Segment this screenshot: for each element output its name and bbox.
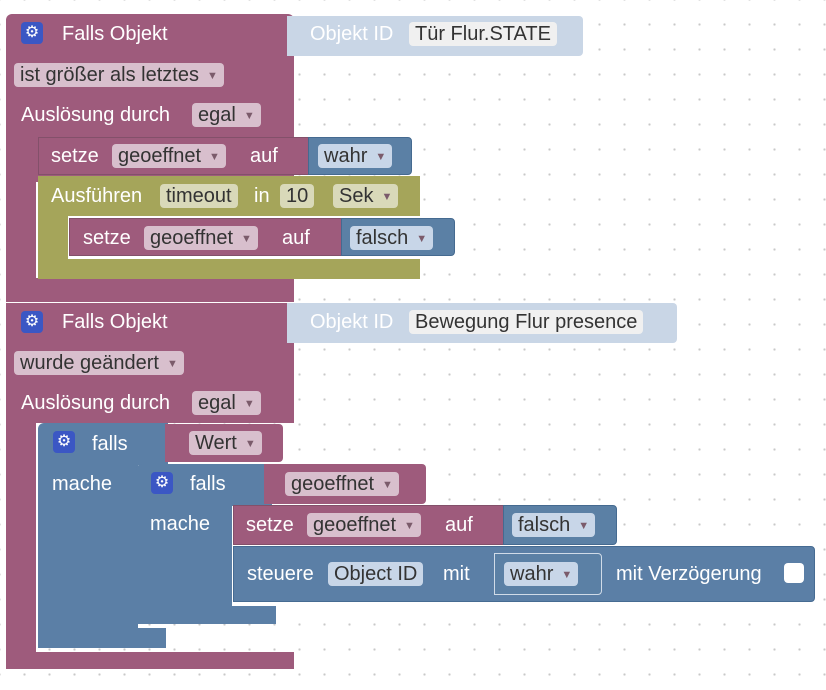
event-header: Falls Objekt <box>62 311 168 333</box>
dropdown-arrow-icon: ▼ <box>243 110 255 122</box>
bool-value: wahr <box>510 563 554 585</box>
set-label: setze <box>51 145 99 167</box>
trigger-dropdown[interactable]: egal ▼ <box>192 391 261 415</box>
set-label: setze <box>83 227 131 249</box>
delay-label: mit Verzögerung <box>616 563 762 585</box>
condition-dropdown[interactable]: ist größer als letztes ▼ <box>14 63 224 87</box>
objid-field[interactable]: Bewegung Flur presence <box>409 310 644 334</box>
dropdown-arrow-icon: ▼ <box>375 151 387 163</box>
dropdown-arrow-icon: ▼ <box>416 233 428 245</box>
event-header: Falls Objekt <box>62 23 168 45</box>
dropdown-arrow-icon: ▼ <box>243 398 255 410</box>
if-block-2-bottom <box>136 606 276 624</box>
dropdown-arrow-icon: ▼ <box>578 520 590 532</box>
timeout-bottom <box>38 259 420 279</box>
var-value: geoeffnet <box>150 227 234 249</box>
trigger-value: egal <box>198 392 236 414</box>
timeout-unit-dropdown[interactable]: Sek ▼ <box>333 184 399 208</box>
trigger-label: Auslösung durch <box>21 104 170 126</box>
event-block-2-bottom <box>6 652 294 669</box>
gear-icon[interactable]: ⚙ <box>53 431 75 453</box>
value-dropdown[interactable]: Wert ▼ <box>189 431 262 455</box>
condition-dropdown[interactable]: wurde geändert ▼ <box>14 351 184 375</box>
dropdown-arrow-icon: ▼ <box>561 569 573 581</box>
bool-dropdown[interactable]: wahr ▼ <box>318 144 393 168</box>
dropdown-arrow-icon: ▼ <box>209 151 220 163</box>
dropdown-arrow-icon: ▼ <box>241 233 252 245</box>
do-label: mache <box>52 473 113 495</box>
if-block-1-rail <box>38 463 138 633</box>
event-block-1-bottom <box>6 278 294 302</box>
if-block-1-bottom <box>38 628 166 648</box>
value-value: Wert <box>195 432 237 454</box>
dropdown-arrow-icon: ▼ <box>166 358 178 370</box>
timeout-name-field[interactable]: timeout <box>160 184 238 208</box>
dropdown-arrow-icon: ▼ <box>382 479 393 491</box>
set-label: setze <box>246 514 294 536</box>
in-label: in <box>254 185 270 207</box>
trigger-label: Auslösung durch <box>21 392 170 414</box>
control-label: steuere <box>247 563 314 585</box>
to-label: auf <box>250 145 278 167</box>
to-label: auf <box>282 227 310 249</box>
to-label: auf <box>445 514 473 536</box>
if-block-2-rail <box>136 504 232 610</box>
with-label: mit <box>443 563 470 585</box>
event-block-2-left-rail <box>6 418 36 668</box>
objid-label: Objekt ID <box>310 23 394 45</box>
trigger-value: egal <box>198 104 236 126</box>
dropdown-arrow-icon: ▼ <box>404 520 415 532</box>
if-label: falls <box>190 473 226 495</box>
objid-field[interactable]: Tür Flur.STATE <box>409 22 557 46</box>
gear-icon[interactable]: ⚙ <box>21 311 43 333</box>
value-dropdown[interactable]: geoeffnet ▼ <box>285 472 399 496</box>
bool-value: wahr <box>324 145 368 167</box>
bool-dropdown[interactable]: wahr ▼ <box>504 562 579 586</box>
bool-value: falsch <box>356 227 409 249</box>
bool-dropdown[interactable]: falsch ▼ <box>350 226 434 250</box>
value-value: geoeffnet <box>291 473 375 495</box>
do-label: mache <box>150 513 211 535</box>
gear-icon[interactable]: ⚙ <box>21 22 43 44</box>
trigger-dropdown[interactable]: egal ▼ <box>192 103 261 127</box>
var-dropdown[interactable]: geoeffnet ▼ <box>307 513 421 537</box>
objid-label: Objekt ID <box>310 311 394 333</box>
var-value: geoeffnet <box>118 145 202 167</box>
condition-value: wurde geändert <box>20 352 159 374</box>
timeout-label: Ausführen <box>51 185 143 207</box>
unit-value: Sek <box>339 185 374 207</box>
dropdown-arrow-icon: ▼ <box>381 191 393 203</box>
timeout-amount-field[interactable]: 10 <box>280 184 315 208</box>
bool-value: falsch <box>518 514 571 536</box>
delay-checkbox[interactable] <box>784 563 804 583</box>
gear-icon[interactable]: ⚙ <box>151 472 173 494</box>
bool-dropdown[interactable]: falsch ▼ <box>512 513 596 537</box>
condition-value: ist größer als letztes <box>20 64 199 86</box>
control-objid-field[interactable]: Object ID <box>328 562 424 586</box>
dropdown-arrow-icon: ▼ <box>206 70 218 82</box>
dropdown-arrow-icon: ▼ <box>244 438 256 450</box>
var-dropdown[interactable]: geoeffnet ▼ <box>144 226 258 250</box>
event-block-1-left-rail <box>6 176 36 286</box>
var-value: geoeffnet <box>313 514 397 536</box>
var-dropdown[interactable]: geoeffnet ▼ <box>112 144 226 168</box>
if-label: falls <box>92 433 128 455</box>
timeout-left-rail <box>38 214 68 264</box>
